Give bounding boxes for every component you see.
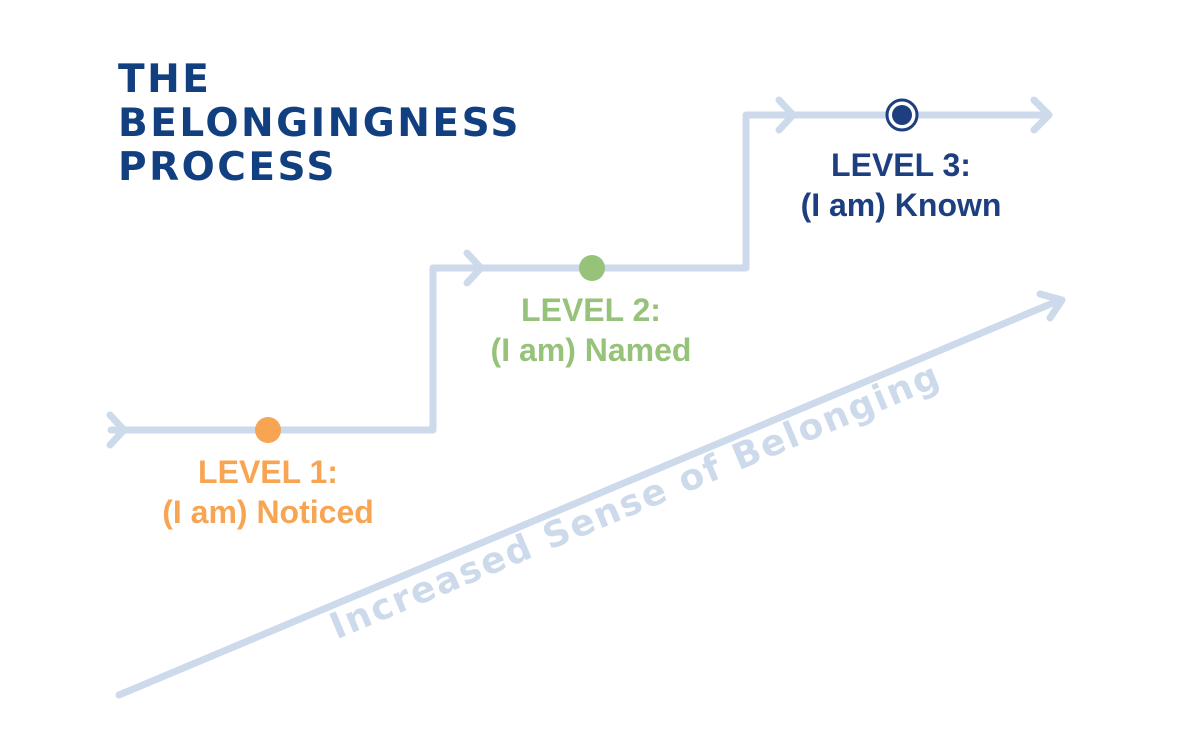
level-1-heading: LEVEL 1: <box>198 454 338 490</box>
level-1-label: LEVEL 1: (I am) Noticed <box>88 452 448 532</box>
chevron-right-icon <box>1030 96 1053 134</box>
belonging-arrow-shaft <box>115 296 1064 699</box>
level-2-label: LEVEL 2: (I am) Named <box>411 290 771 370</box>
level-3-label: LEVEL 3: (I am) Known <box>721 145 1081 225</box>
title-line-1: THE <box>118 57 212 102</box>
title-line-3: PROCESS <box>118 145 337 190</box>
level-3-heading: LEVEL 3: <box>831 147 971 183</box>
chevron-right-icon <box>106 411 128 449</box>
level-2-marker-dot <box>579 255 605 281</box>
chevron-right-icon <box>775 96 797 134</box>
level-1-marker-dot <box>255 417 281 443</box>
level-3-marker-dot <box>892 105 912 125</box>
level-2-description: (I am) Named <box>490 332 692 368</box>
level-1-description: (I am) Noticed <box>162 494 374 530</box>
title-line-2: BELONGINGNESS <box>118 101 521 146</box>
level-3-description: (I am) Known <box>800 187 1002 223</box>
arrow-head-icon <box>1036 290 1066 322</box>
level-2-heading: LEVEL 2: <box>521 292 661 328</box>
page-title: THE BELONGINGNESS PROCESS <box>118 58 521 190</box>
chevron-right-icon <box>463 249 485 287</box>
